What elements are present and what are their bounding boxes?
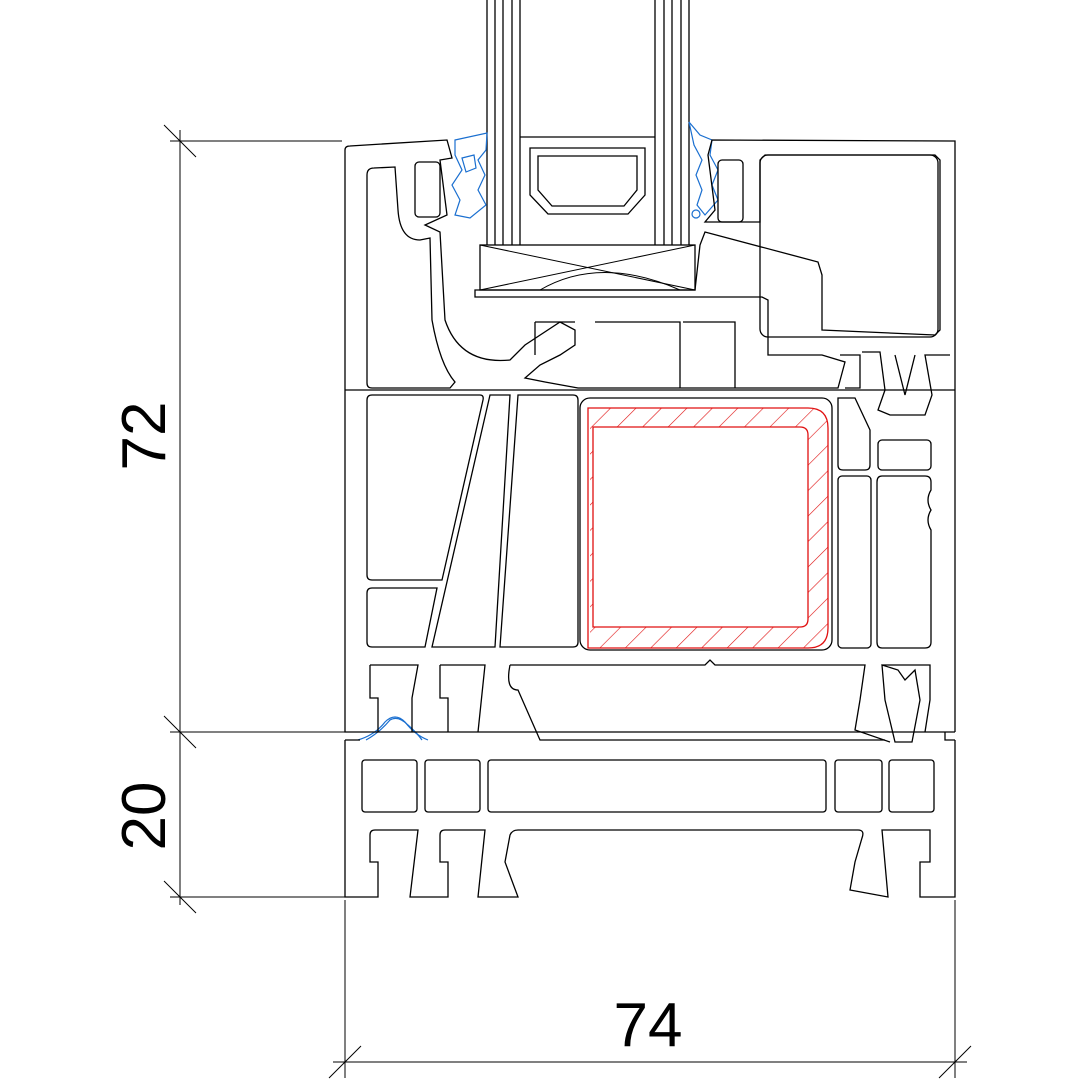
sash-profile xyxy=(344,139,956,733)
frame-profile xyxy=(344,659,956,898)
dimension-label-width: 74 xyxy=(614,991,683,1060)
glazing-unit xyxy=(479,0,696,291)
dimension-lines xyxy=(163,124,972,1079)
steel-reinforcement xyxy=(587,407,829,649)
dimension-label-frame-height: 20 xyxy=(110,782,179,851)
dimension-label-sash-height: 72 xyxy=(110,402,179,471)
sash-chambers xyxy=(366,394,932,651)
